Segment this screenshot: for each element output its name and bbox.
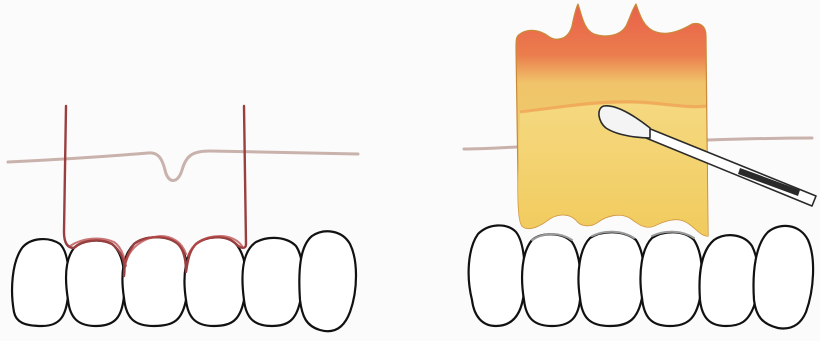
tooth-icon [12, 239, 69, 326]
tooth-icon [754, 226, 814, 329]
right-panel [464, 4, 816, 328]
tooth-icon [469, 225, 525, 326]
tooth-icon [184, 237, 245, 326]
tooth-icon [700, 235, 759, 326]
tooth-icon [522, 234, 581, 326]
gingiva-line [464, 147, 516, 149]
tooth-icon [640, 232, 702, 326]
left-teeth [12, 231, 356, 331]
tooth-icon [243, 238, 303, 326]
instrument-grip [738, 168, 800, 196]
gingiva-line [8, 151, 358, 181]
tooth-icon [299, 231, 356, 331]
left-panel [8, 106, 358, 331]
tooth-icon [66, 241, 125, 326]
tooth-icon [578, 232, 644, 326]
gingiva-line [708, 138, 812, 140]
right-teeth [469, 225, 813, 328]
